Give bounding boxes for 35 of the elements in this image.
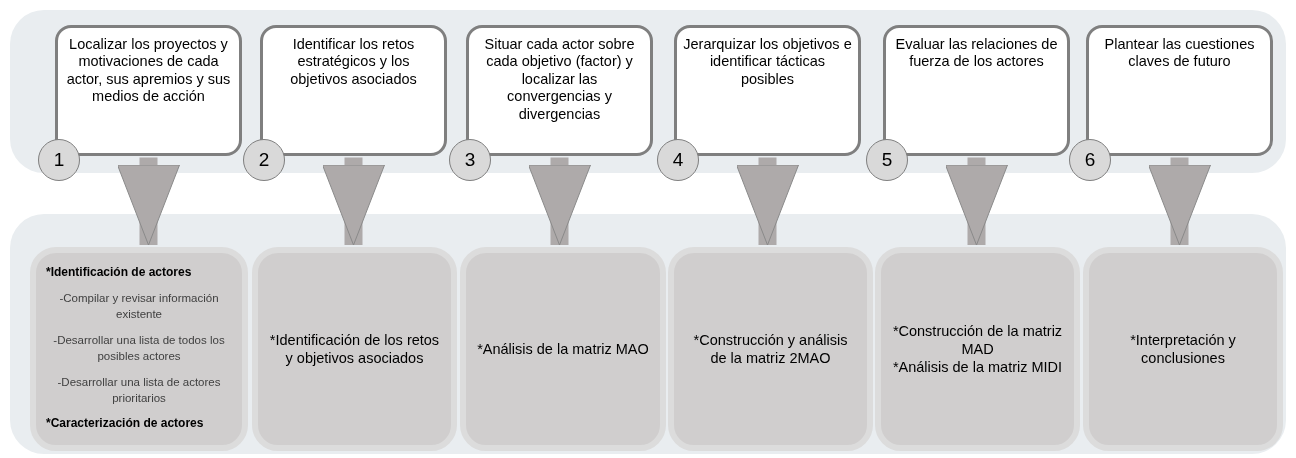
block-arrow: [945, 157, 1008, 246]
step-text: *Análisis de la matriz MAO: [477, 339, 649, 359]
block-arrow: [528, 157, 591, 246]
activity-box: [30, 247, 248, 451]
step-text: *Caracterización de actores: [46, 416, 204, 431]
block-arrow: [117, 157, 180, 246]
activity-box: [460, 247, 666, 451]
block-arrow: [1148, 157, 1211, 246]
step-number: 5: [881, 149, 893, 171]
step-text: Plantear las cuestiones claves de futuro: [1103, 36, 1256, 71]
step-text: -Compilar y revisar información existente: [58, 290, 220, 322]
step-text: *Análisis de la matriz MIDI: [892, 358, 1063, 377]
step-text: -Desarrollar una lista de actores prioritarios: [56, 374, 222, 407]
step-text: Jerarquizar los objetivos e identificar tácticas posibles: [683, 36, 852, 89]
block-arrow: [736, 157, 799, 246]
activity-box: [875, 247, 1080, 451]
step-text: *Construcción de la matriz MAD: [891, 321, 1064, 359]
step-text: *Construcción y análisis de la matriz 2MAO: [692, 330, 849, 368]
step-number: 3: [464, 149, 476, 171]
step-text: *Identificación de actores: [46, 265, 192, 280]
block-arrow: [322, 157, 385, 246]
step-number: 2: [258, 149, 270, 171]
step-text: Localizar los proyectos y motivaciones de cada actor, sus apremios y sus medios de acción: [65, 36, 232, 106]
step-text: Situar cada actor sobre cada objetivo (factor) y localizar las convergencias y divergencias: [483, 36, 636, 123]
step-number: 4: [672, 149, 684, 171]
step-text: Evaluar las relaciones de fuerza de los actores: [894, 36, 1059, 71]
step-number: 6: [1084, 149, 1096, 171]
activity-box: [252, 247, 457, 451]
step-number: 1: [53, 149, 65, 171]
step-text: Identificar los retos estratégicos y los objetivos asociados: [289, 36, 418, 89]
activity-box: [668, 247, 873, 451]
step-text: -Desarrollar una lista de todos los posibles actores: [52, 332, 226, 364]
activity-box: [1083, 247, 1283, 451]
step-text: *Interpretación y conclusiones: [1129, 330, 1237, 368]
step-text: *Identificación de los retos y objetivos asociados: [268, 330, 441, 368]
